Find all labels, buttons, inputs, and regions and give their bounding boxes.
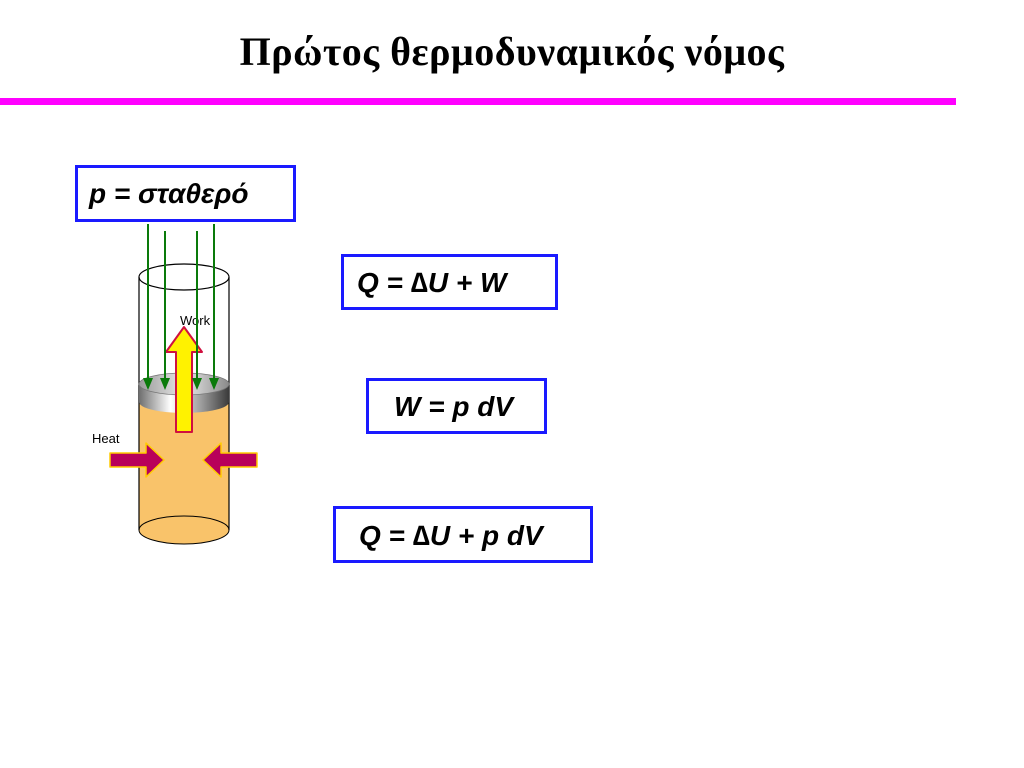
combined-equation-box: Q = ∆U + p dV	[333, 506, 593, 563]
work-arrow-icon	[165, 326, 203, 433]
pressure-arrows-icon	[143, 224, 219, 390]
heat-arrow-right-icon	[202, 442, 258, 478]
first-law-text: Q = ∆U + W	[357, 267, 507, 298]
cylinder	[138, 263, 230, 530]
constant-pressure-text: p = σταθερό	[89, 178, 249, 209]
combined-equation-text: Q = ∆U + p dV	[359, 520, 543, 551]
constant-pressure-box: p = σταθερό	[75, 165, 296, 222]
work-label: Work	[180, 313, 211, 328]
heat-label: Heat	[92, 431, 120, 446]
title-underline	[0, 98, 956, 105]
work-equation-box: W = p dV	[366, 378, 547, 434]
slide-title: Πρώτος θερμοδυναμικός νόμος	[239, 29, 785, 74]
first-law-box: Q = ∆U + W	[341, 254, 558, 310]
work-equation-text: W = p dV	[394, 391, 513, 422]
heat-arrow-left-icon	[109, 442, 165, 478]
